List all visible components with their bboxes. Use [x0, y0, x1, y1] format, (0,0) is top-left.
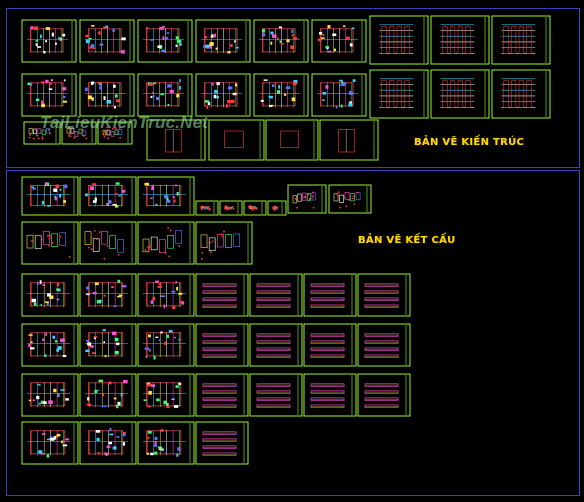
drawing-sheet[interactable] — [311, 19, 367, 63]
drawing-sheet[interactable] — [195, 323, 249, 367]
drawing-sheet[interactable] — [319, 119, 379, 161]
drawing-sheet[interactable] — [137, 273, 195, 317]
drawing-sheet[interactable] — [137, 176, 195, 216]
drawing-sheet[interactable] — [430, 15, 490, 65]
drawing-sheet[interactable] — [79, 373, 137, 417]
drawing-sheet[interactable] — [61, 121, 97, 145]
structure-section-label: BẢN VẼ KẾT CẤU — [358, 235, 456, 246]
drawing-sheet[interactable] — [79, 323, 137, 367]
drawing-sheet[interactable] — [249, 273, 303, 317]
drawing-sheet[interactable] — [491, 15, 551, 65]
drawing-sheet[interactable] — [21, 221, 79, 265]
drawing-sheet[interactable] — [369, 15, 429, 65]
drawing-sheet[interactable] — [265, 119, 319, 161]
drawing-sheet[interactable] — [303, 323, 357, 367]
drawing-sheet[interactable] — [195, 73, 251, 117]
drawing-sheet[interactable] — [253, 19, 309, 63]
architecture-section-label: BẢN VẼ KIẾN TRÚC — [414, 137, 525, 148]
drawing-sheet[interactable] — [195, 421, 249, 465]
drawing-sheet[interactable] — [97, 121, 133, 145]
drawing-sheet[interactable] — [137, 373, 195, 417]
drawing-sheet[interactable] — [267, 200, 287, 216]
drawing-sheet[interactable] — [357, 323, 411, 367]
drawing-sheet[interactable] — [79, 176, 137, 216]
drawing-sheet[interactable] — [195, 373, 249, 417]
drawing-sheet[interactable] — [79, 73, 135, 117]
structure-section-border — [6, 170, 580, 496]
drawing-sheet[interactable] — [79, 273, 137, 317]
drawing-sheet[interactable] — [430, 69, 490, 119]
drawing-sheet[interactable] — [287, 184, 327, 214]
drawing-sheet[interactable] — [208, 119, 265, 161]
drawing-sheet[interactable] — [79, 421, 137, 465]
drawing-sheet[interactable] — [253, 73, 309, 117]
drawing-sheet[interactable] — [195, 200, 219, 216]
drawing-sheet[interactable] — [21, 421, 79, 465]
drawing-sheet[interactable] — [311, 73, 367, 117]
drawing-sheet[interactable] — [303, 373, 357, 417]
drawing-sheet[interactable] — [219, 200, 243, 216]
drawing-sheet[interactable] — [21, 323, 79, 367]
drawing-sheet[interactable] — [249, 373, 303, 417]
drawing-sheet[interactable] — [146, 119, 206, 161]
drawing-sheet[interactable] — [243, 200, 267, 216]
drawing-sheet[interactable] — [137, 421, 195, 465]
drawing-sheet[interactable] — [23, 121, 61, 145]
drawing-sheet[interactable] — [79, 19, 135, 63]
drawing-sheet[interactable] — [195, 273, 249, 317]
drawing-sheet[interactable] — [357, 273, 411, 317]
drawing-sheet[interactable] — [328, 184, 372, 214]
drawing-sheet[interactable] — [21, 176, 79, 216]
drawing-sheet[interactable] — [491, 69, 551, 119]
drawing-sheet[interactable] — [79, 221, 137, 265]
drawing-sheet[interactable] — [21, 373, 79, 417]
architecture-section-border — [6, 8, 580, 168]
drawing-sheet[interactable] — [357, 373, 411, 417]
drawing-sheet[interactable] — [21, 273, 79, 317]
drawing-sheet[interactable] — [21, 73, 77, 117]
drawing-sheet[interactable] — [137, 221, 195, 265]
drawing-sheet[interactable] — [21, 19, 77, 63]
drawing-sheet[interactable] — [137, 323, 195, 367]
drawing-sheet[interactable] — [137, 73, 193, 117]
drawing-sheet[interactable] — [303, 273, 357, 317]
watermark-text: TaiLieuKienTruc.Net — [40, 113, 209, 132]
drawing-sheet[interactable] — [195, 221, 253, 265]
drawing-sheet[interactable] — [195, 19, 251, 63]
drawing-sheet[interactable] — [369, 69, 429, 119]
drawing-sheet[interactable] — [249, 323, 303, 367]
drawing-sheet[interactable] — [137, 19, 193, 63]
